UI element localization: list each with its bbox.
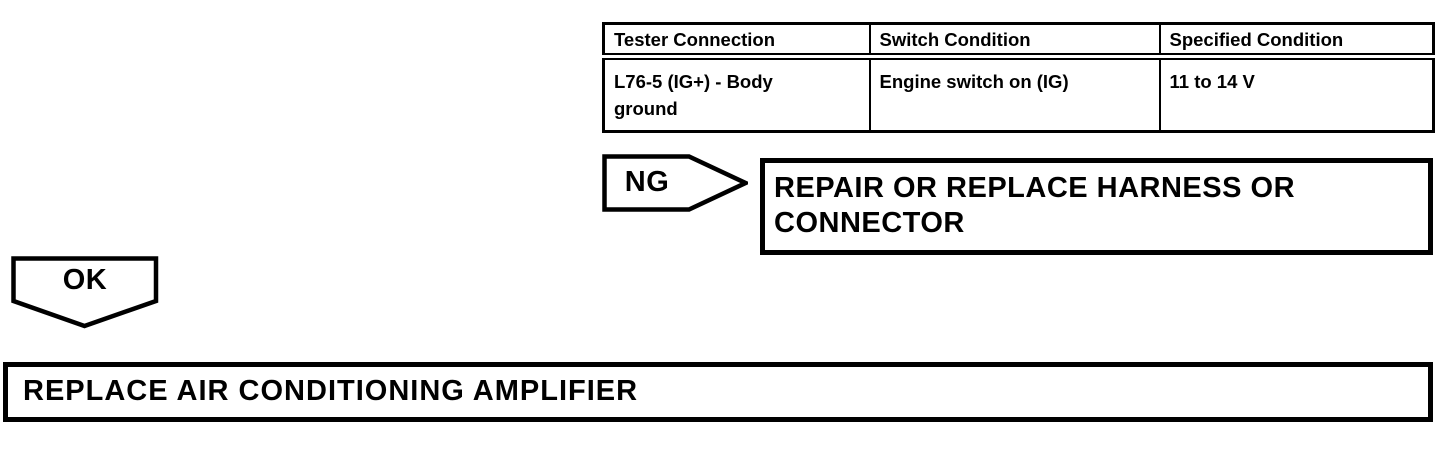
ok-branch-arrow: OK: [11, 256, 159, 329]
ng-action-text: REPAIR OR REPLACE HARNESS OR CONNECTOR: [774, 171, 1296, 239]
cell-tester-connection: L76-5 (IG+) - Body ground: [602, 55, 871, 133]
ok-arrow-pentagon-icon: [11, 256, 159, 329]
cell-specified-condition: 11 to 14 V: [1158, 55, 1435, 133]
ng-arrow-pentagon-icon: [602, 154, 748, 212]
header-switch-condition: Switch Condition: [868, 22, 1161, 60]
ng-label: NG: [624, 166, 670, 198]
table-row: L76-5 (IG+) - Body ground Engine switch …: [602, 55, 1435, 133]
header-specified-condition: Specified Condition: [1158, 22, 1435, 60]
ok-label: OK: [62, 263, 108, 296]
ng-action-box: REPAIR OR REPLACE HARNESS OR CONNECTOR: [760, 158, 1433, 255]
table-header-row: Tester Connection Switch Condition Speci…: [602, 22, 1435, 60]
ng-branch-arrow: NG: [602, 154, 748, 212]
specified-condition-table: Tester Connection Switch Condition Speci…: [602, 22, 1435, 133]
ok-action-text: REPLACE AIR CONDITIONING AMPLIFIER: [23, 374, 639, 407]
cell-switch-condition: Engine switch on (IG): [868, 55, 1161, 133]
header-tester-connection: Tester Connection: [602, 22, 871, 60]
ok-action-box: REPLACE AIR CONDITIONING AMPLIFIER: [3, 362, 1433, 422]
